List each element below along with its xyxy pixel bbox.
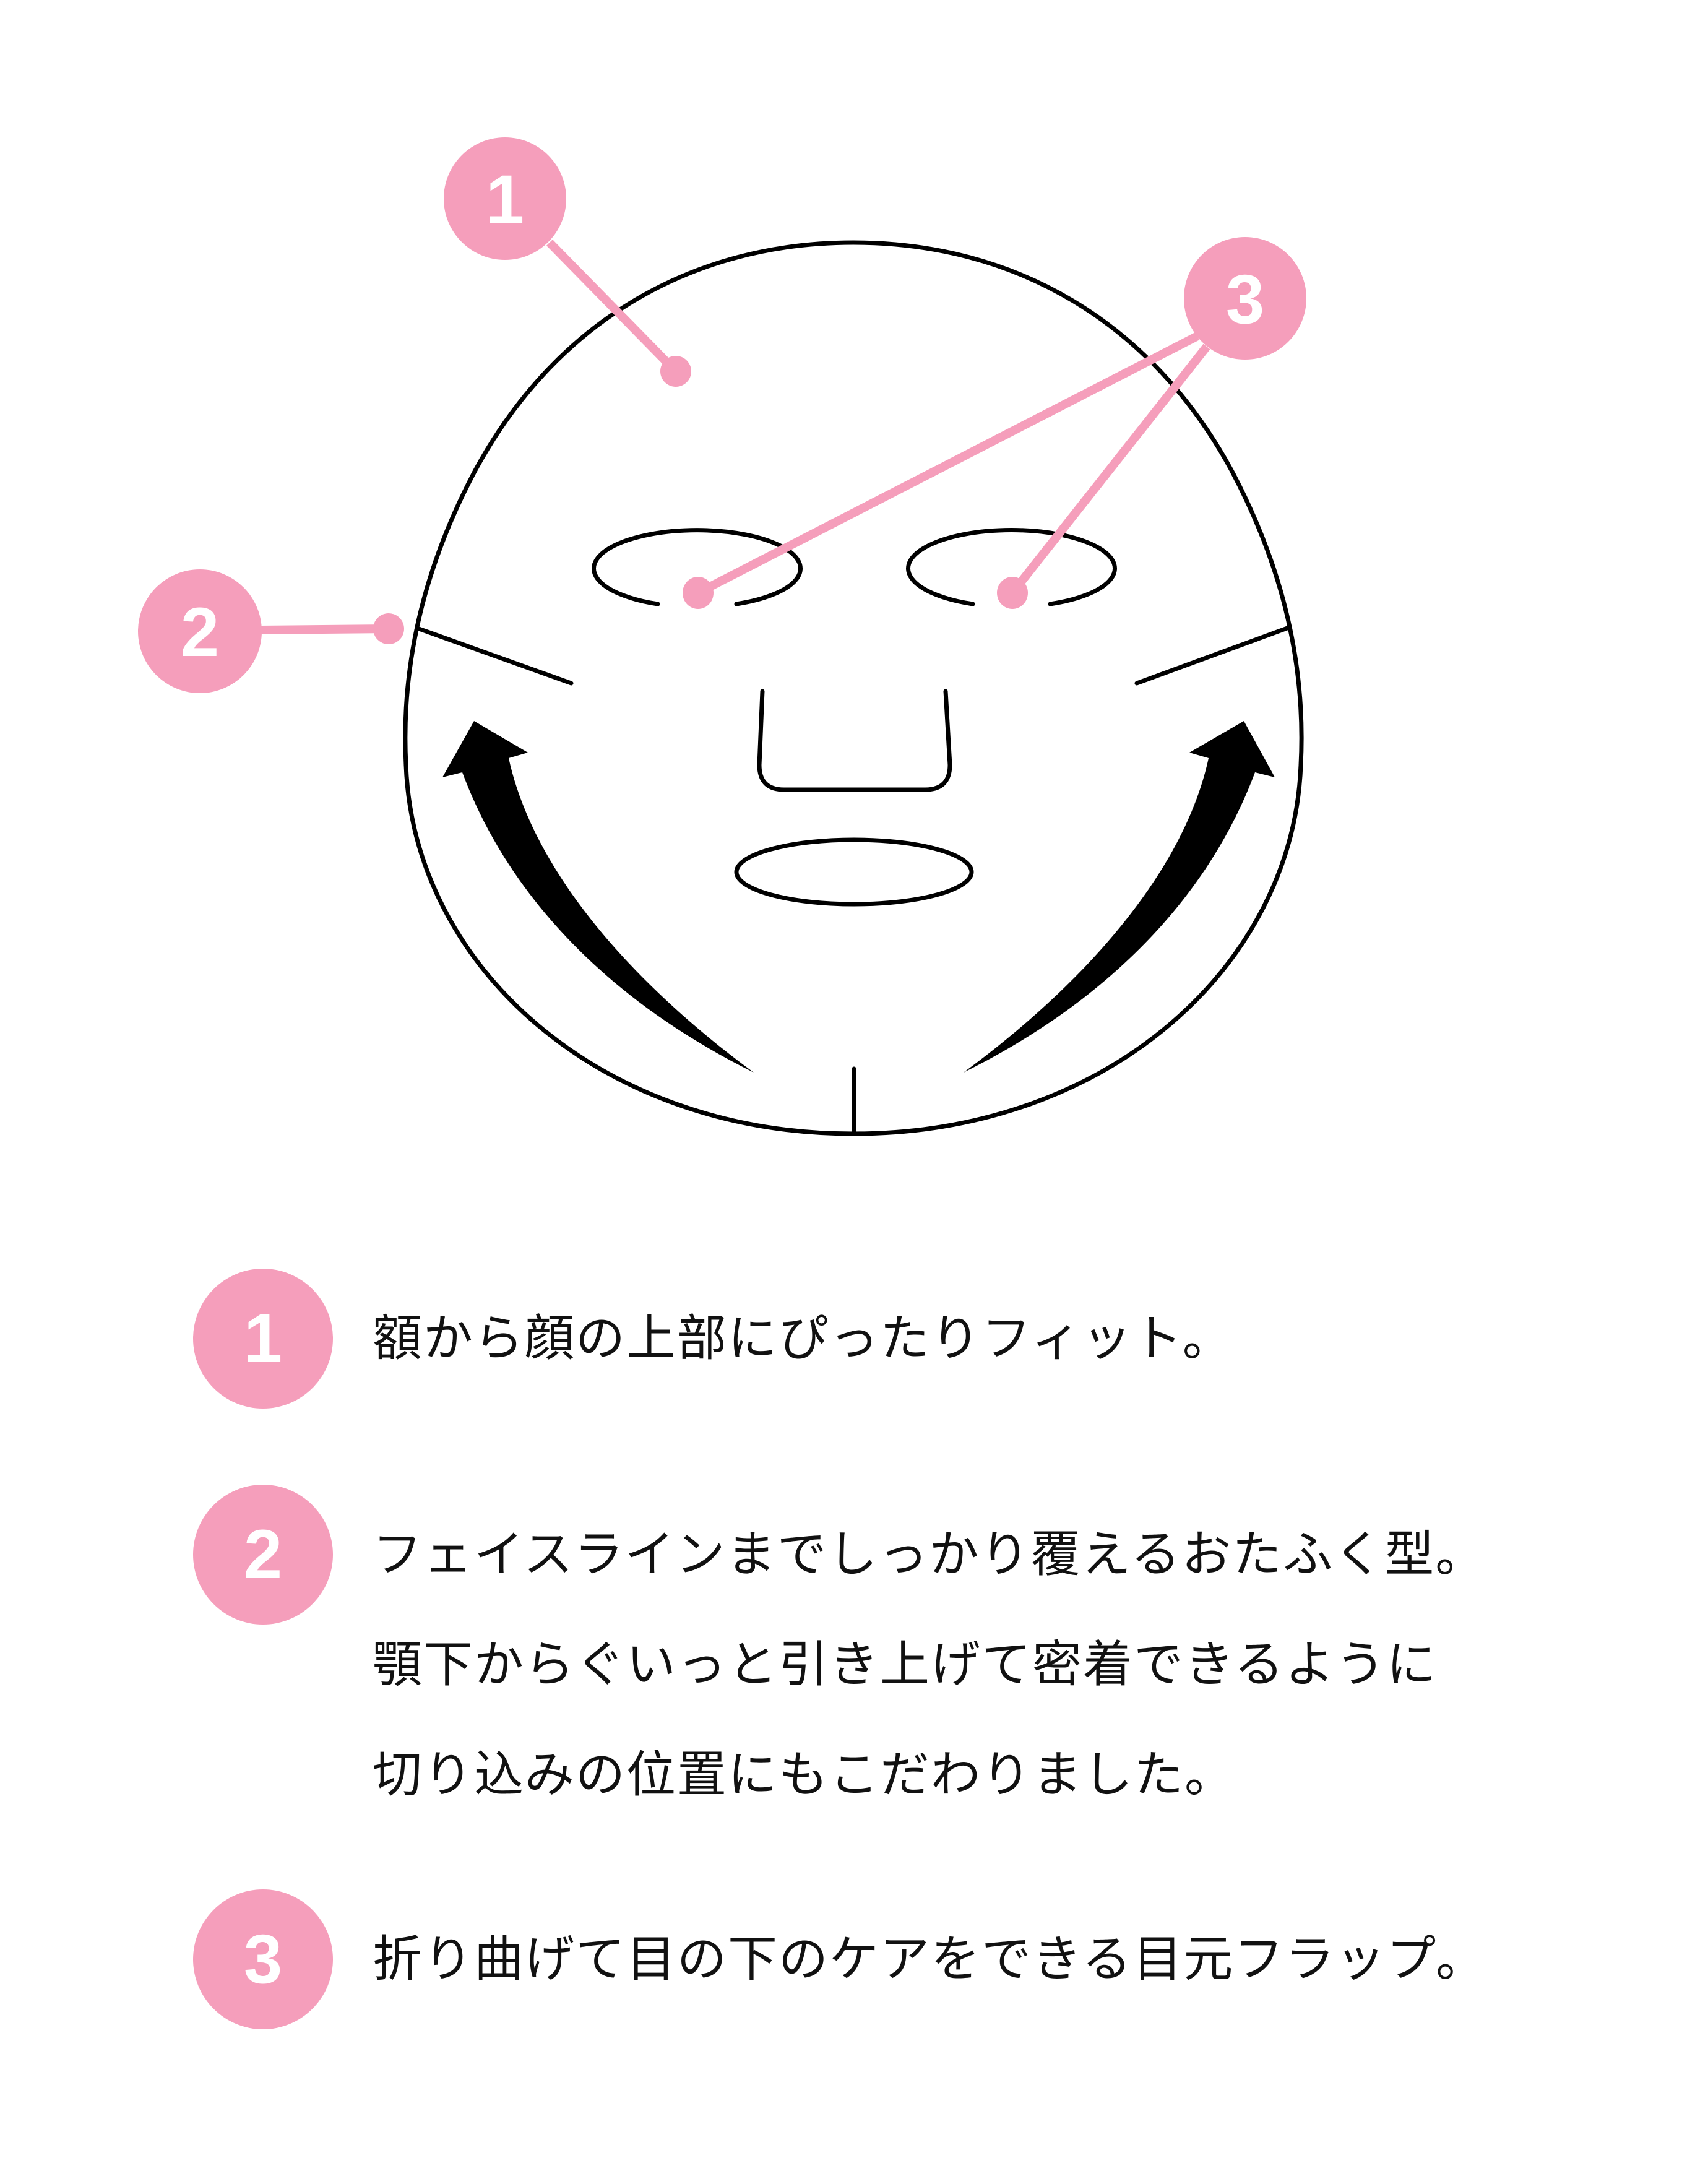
right-curved-arrow-icon xyxy=(964,721,1275,1073)
feature-3-number: 3 xyxy=(243,1920,283,1998)
mask-outline xyxy=(403,240,1304,1136)
callout-3-dot-right xyxy=(997,577,1028,609)
callout-1-number: 1 xyxy=(486,161,524,238)
callout-1: 1 xyxy=(444,137,691,387)
feature-2-line-1: フェイスラインまでしっかり覆えるおたふく型。 xyxy=(373,1526,1486,1583)
feature-2-line-2: 顎下からぐいっと引き上げて密着できるように xyxy=(373,1636,1438,1693)
feature-2-text: フェイスラインまでしっかり覆えるおたふく型。 顎下からぐいっと引き上げて密着でき… xyxy=(373,1500,1486,1830)
feature-3-badge: 3 xyxy=(193,1889,333,2029)
face-mask-diagram: 1 2 3 xyxy=(138,137,1306,1136)
right-eye-opening xyxy=(906,528,1117,606)
callout-2-dot xyxy=(373,613,404,644)
callout-2-number: 2 xyxy=(181,593,219,671)
callout-3-number: 3 xyxy=(1226,261,1264,338)
right-cheek-slit xyxy=(1134,626,1290,686)
left-eye-opening xyxy=(592,528,803,606)
callout-1-badge xyxy=(444,137,566,260)
callout-3-badge xyxy=(1184,237,1306,360)
callout-1-dot xyxy=(660,356,691,387)
left-curved-arrow-icon xyxy=(442,721,754,1073)
feature-1-badge: 1 xyxy=(193,1269,333,1409)
left-cheek-slit xyxy=(416,626,574,686)
callout-3-dot-left xyxy=(683,577,714,609)
feature-1-number: 1 xyxy=(243,1300,283,1377)
callout-3: 3 xyxy=(683,237,1306,609)
feature-2-line-3: 切り込みの位置にもこだわりました。 xyxy=(373,1746,1235,1803)
feature-1-line-1: 額から顔の上部にぴったりフィット。 xyxy=(373,1310,1233,1367)
feature-3-line-1: 折り曲げて目の下のケアをできる目元フラップ。 xyxy=(373,1930,1486,1988)
callout-2: 2 xyxy=(138,569,404,693)
feature-1-text: 額から顔の上部にぴったりフィット。 xyxy=(373,1284,1233,1394)
feature-2-badge: 2 xyxy=(193,1485,333,1625)
feature-2-number: 2 xyxy=(243,1516,283,1593)
feature-3-text: 折り曲げて目の下のケアをできる目元フラップ。 xyxy=(373,1904,1486,2014)
nose-opening xyxy=(757,689,952,792)
callout-2-badge xyxy=(138,569,262,693)
mouth-opening xyxy=(734,837,974,907)
